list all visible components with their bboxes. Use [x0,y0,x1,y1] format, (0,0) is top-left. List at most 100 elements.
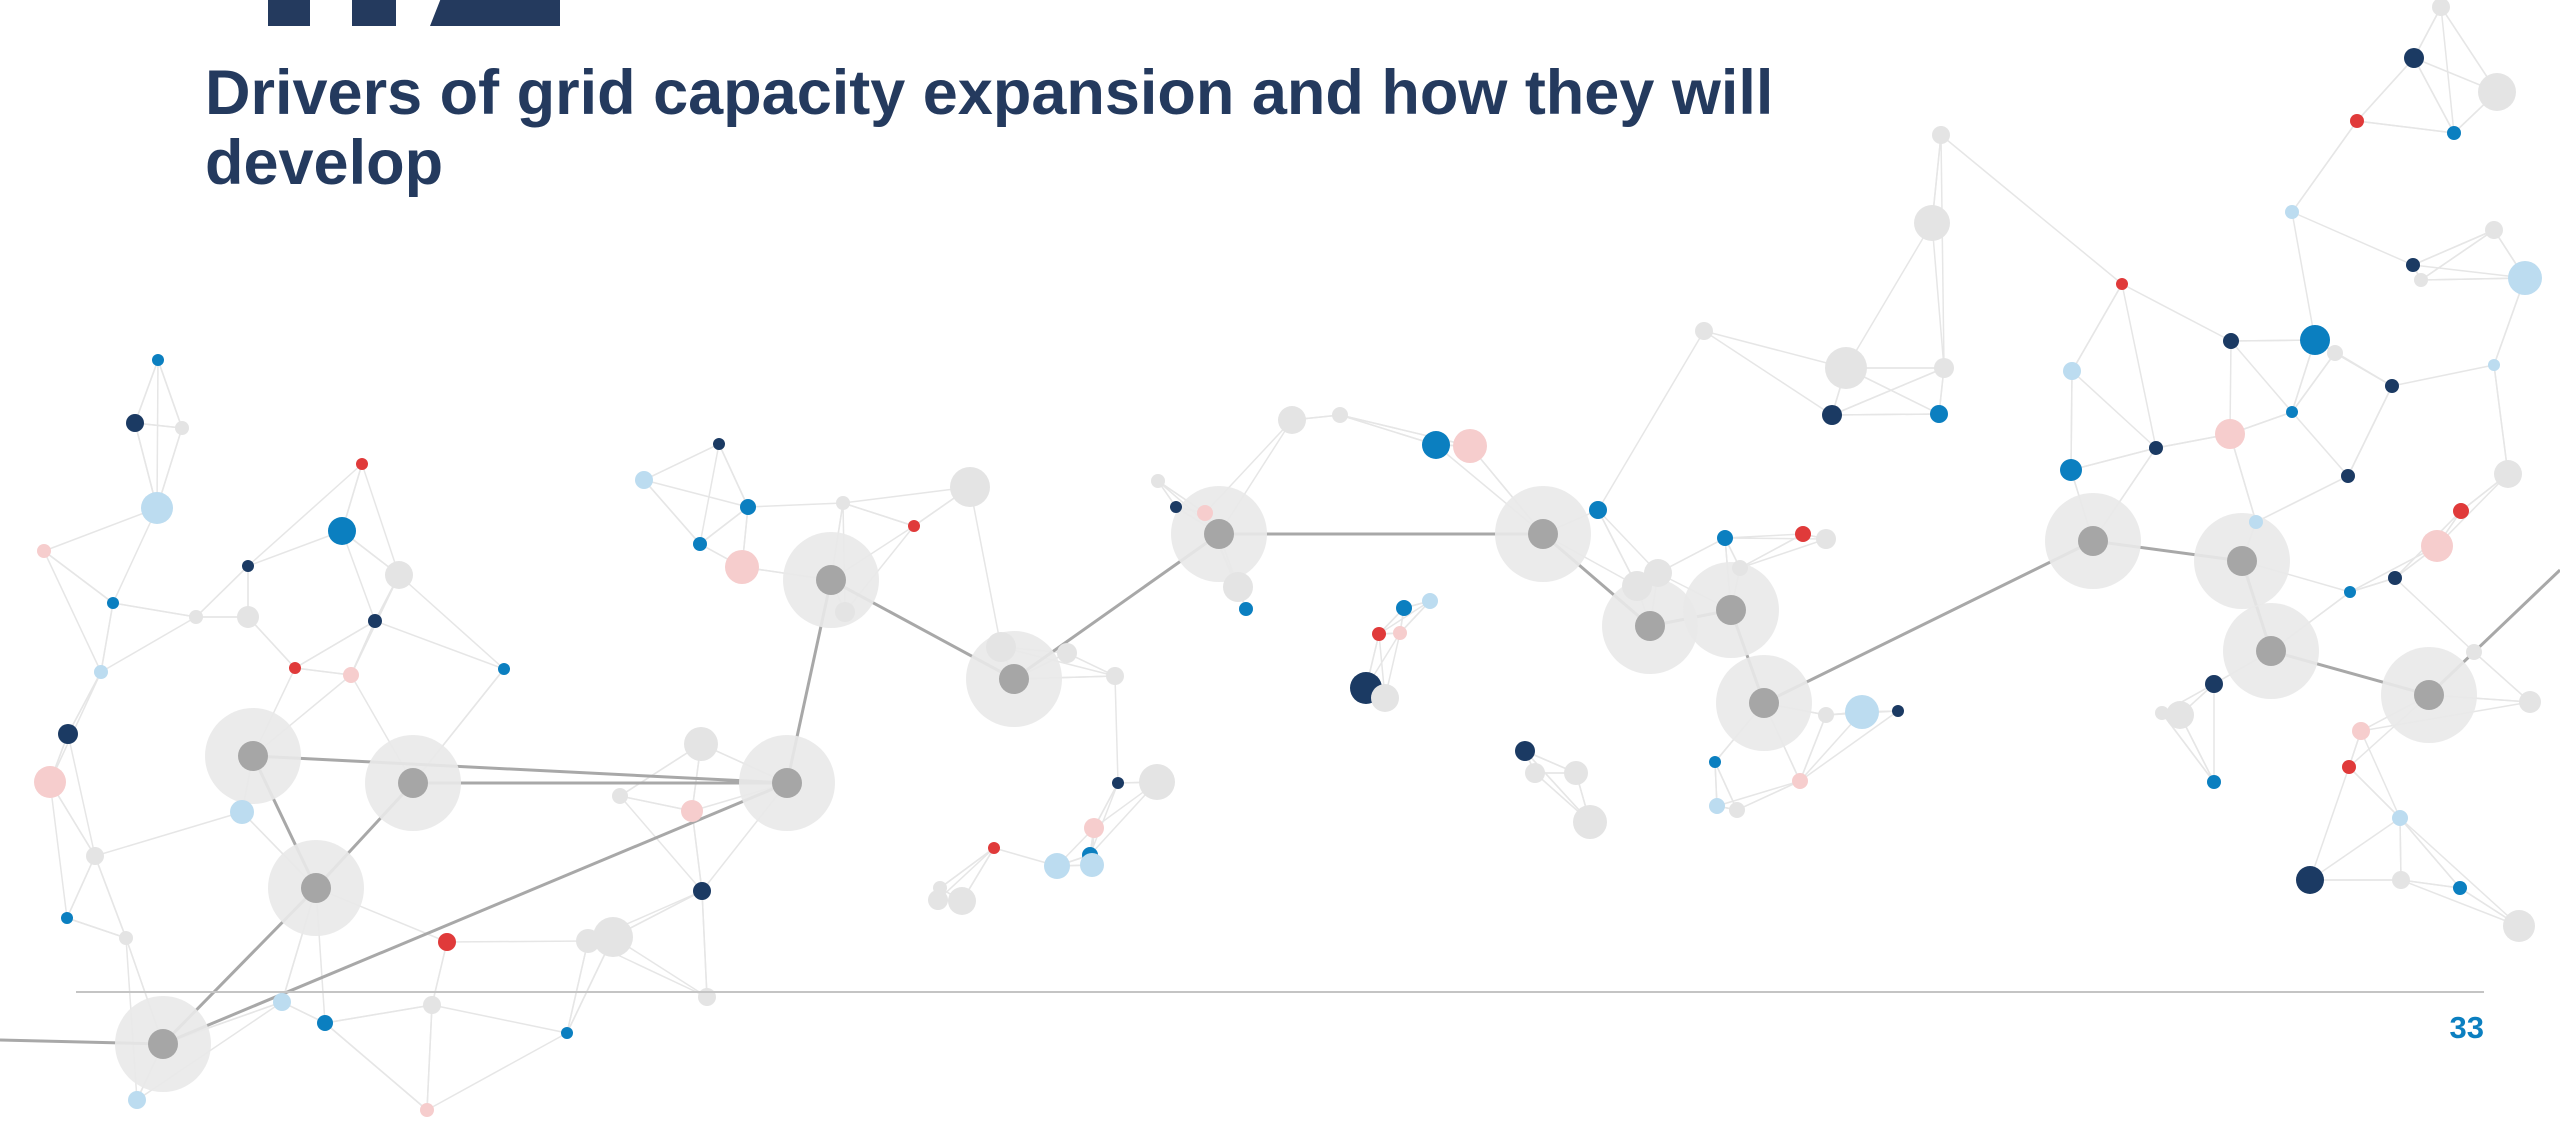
network-link [2399,817,2461,889]
network-link [939,847,995,889]
network-node [1934,358,1954,378]
network-link [1736,780,1801,811]
network-link [1831,413,1940,416]
footer-divider [76,991,2484,993]
network-hub-node [398,768,428,798]
network-node [420,1103,434,1117]
network-link [1597,509,1659,574]
network-link [2230,340,2293,413]
network-node [128,1091,146,1109]
network-link [2349,545,2438,593]
network-link [1724,537,1827,540]
network-link [2356,120,2455,134]
network-node [2406,258,2420,272]
network-node [107,597,119,609]
network-node [725,550,759,584]
network-node [37,544,51,558]
network-node [1845,695,1879,729]
network-node [58,724,78,744]
network-link [2291,211,2414,266]
network-node [1453,429,1487,463]
network-node [2414,273,2428,287]
network-main-link [1763,539,2094,705]
network-node [693,537,707,551]
network-link [2413,57,2455,134]
network-link [2349,577,2396,593]
network-node [175,421,189,435]
network-hub-node [999,664,1029,694]
network-link [94,855,127,939]
section-number-fragment [352,0,396,26]
network-link [43,550,102,673]
network-node [836,496,850,510]
network-node [2392,810,2408,826]
network-node [152,354,164,366]
network-node [1816,529,1836,549]
network-link [100,616,197,673]
network-node [1515,741,1535,761]
network-node [684,727,718,761]
network-hub-node [2078,526,2108,556]
network-link [43,507,158,552]
network-node [2215,419,2245,449]
network-node [356,458,368,470]
network-link [2412,229,2495,266]
network-node [2205,675,2223,693]
network-link [1339,414,1471,447]
network-link [566,940,589,1034]
network-link [2473,651,2531,703]
network-link [1739,538,1827,569]
network-link [1724,533,1804,539]
network-link [374,620,505,670]
network-link [446,940,589,943]
section-number-fragment [430,0,560,26]
network-node [1371,684,1399,712]
network-hub-node [772,768,802,798]
network-node [2488,359,2500,371]
network-node [1914,205,1950,241]
network-node [948,887,976,915]
network-link [718,443,749,508]
network-node [2453,881,2467,895]
network-link [49,781,68,919]
network-link [1799,714,1827,782]
network-link [2347,385,2393,477]
network-link [842,502,915,527]
slide-title: Drivers of grid capacity expansion and h… [205,58,1774,198]
network-link [112,507,158,604]
network-node [1795,526,1811,542]
network-node [933,881,947,895]
network-node [86,847,104,865]
network-link [431,1004,568,1034]
network-link [294,667,352,676]
network-link [1940,134,1945,369]
network-link [937,847,995,901]
network-node [2421,530,2453,562]
network-link [2309,766,2350,881]
network-node [498,663,510,675]
network-link [2071,283,2123,372]
network-node [1422,593,1438,609]
network-node [2249,515,2263,529]
network-link [94,811,243,857]
network-hub-node [1528,519,1558,549]
network-link [49,671,102,783]
network-node [2508,261,2542,295]
network-node [2296,866,2324,894]
network-link [2309,817,2401,881]
network-main-link [252,754,788,785]
network-node [2503,910,2535,942]
network-link [2493,364,2509,475]
network-link [619,795,693,812]
network-node [2116,278,2128,290]
network-link [2412,264,2526,279]
network-node [2060,459,2082,481]
network-node [635,471,653,489]
network-link [747,502,844,508]
network-hub-node [148,1029,178,1059]
network-link [2255,475,2349,523]
network-node [950,467,990,507]
network-node [2388,571,2402,585]
network-node [2447,126,2461,140]
network-node [2341,469,2355,483]
